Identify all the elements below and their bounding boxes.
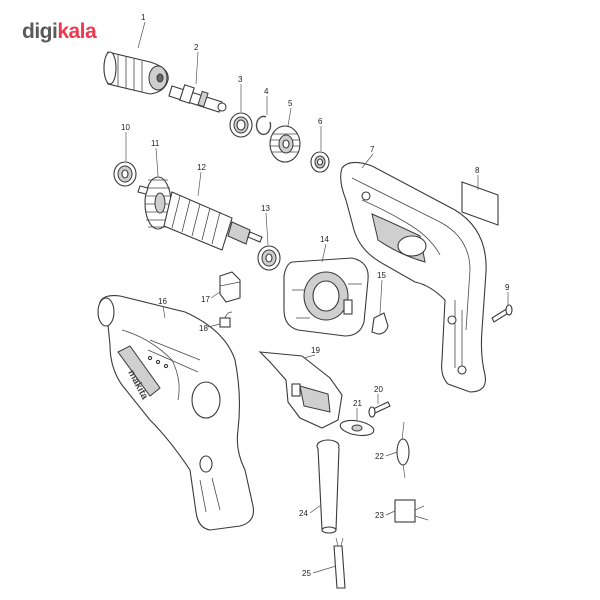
label-4: 4 [264, 87, 269, 96]
label-2: 2 [194, 43, 199, 52]
part-19-switch [258, 351, 343, 429]
leader-lines [125, 21, 509, 574]
part-numbers: 1 2 3 4 5 6 7 8 9 10 11 12 13 14 15 16 1… [121, 13, 510, 578]
label-1: 1 [141, 13, 146, 22]
label-7: 7 [370, 145, 375, 154]
label-23: 23 [375, 511, 384, 520]
label-5: 5 [288, 99, 293, 108]
label-13: 13 [261, 204, 270, 213]
logo-text-kala: kala [57, 20, 97, 43]
part-21-strain-relief [339, 419, 375, 437]
label-11: 11 [151, 139, 160, 148]
label-22: 22 [375, 452, 384, 461]
part-13-ball-bearing [257, 245, 281, 271]
part-25-cord [333, 537, 346, 589]
label-17: 17 [201, 295, 210, 304]
logo-text-digi: digi [22, 20, 58, 43]
part-3-ball-bearing [229, 112, 253, 138]
part-5-gear [269, 125, 301, 163]
label-19: 19 [311, 346, 320, 355]
part-17-brush-holder [219, 271, 241, 303]
part-16-housing-set: makita [97, 295, 255, 531]
part-8-label [461, 181, 499, 226]
part-1-chuck [103, 51, 169, 95]
label-12: 12 [197, 163, 206, 172]
part-24-cord-guard [316, 439, 340, 534]
part-15-cover [371, 312, 389, 335]
part-14-field [283, 257, 369, 337]
label-16: 16 [158, 297, 167, 306]
part-18-carbon-brush [219, 311, 233, 328]
part-6-ball-bearing [310, 151, 330, 173]
part-9-screw [491, 304, 513, 323]
part-10-ball-bearing [113, 161, 137, 187]
label-18: 18 [199, 324, 208, 333]
label-24: 24 [299, 509, 308, 518]
label-10: 10 [121, 123, 130, 132]
label-15: 15 [377, 271, 386, 280]
label-25: 25 [302, 569, 311, 578]
part-20-screw [368, 401, 391, 418]
label-6: 6 [318, 117, 323, 126]
part-22-capacitor [396, 421, 410, 479]
label-9: 9 [505, 283, 510, 292]
part-23-terminal [394, 499, 429, 523]
part-4-retaining-ring [255, 115, 272, 136]
part-2-spindle [168, 84, 227, 113]
label-21: 21 [353, 399, 362, 408]
label-8: 8 [475, 166, 480, 175]
label-20: 20 [374, 385, 383, 394]
part-7-housing [340, 161, 487, 393]
label-3: 3 [238, 75, 243, 84]
part-12-armature [137, 185, 263, 251]
label-14: 14 [320, 235, 329, 244]
digikala-logo: digikala [22, 20, 97, 44]
